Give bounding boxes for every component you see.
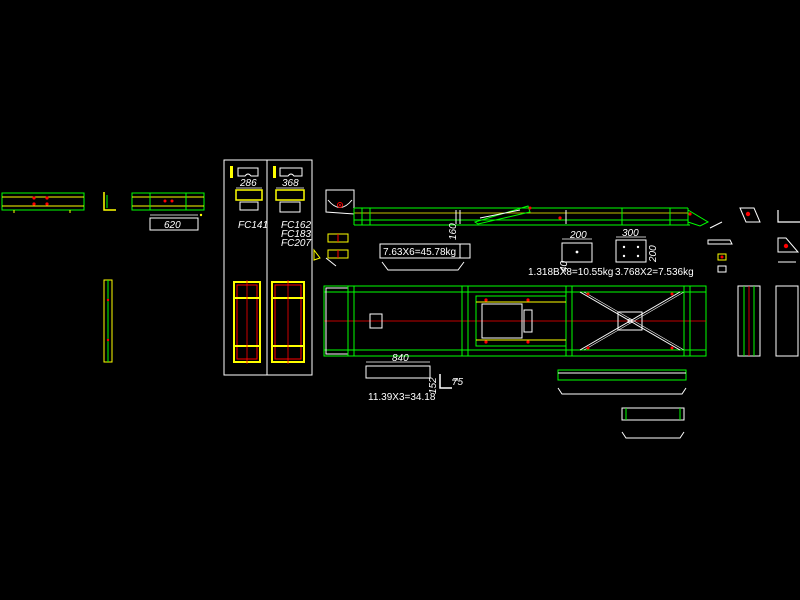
weight-plate-a-label: 1.318BX8=10.55kg bbox=[528, 267, 613, 278]
weight-plate-b-label: 3.768X2=7.536kg bbox=[615, 267, 694, 278]
part-fc183-label: FC183 bbox=[281, 229, 311, 240]
chassis-side-elevation bbox=[325, 189, 710, 227]
angle-piece bbox=[103, 192, 116, 211]
weight-channel-label: 11.39X3=34.18 bbox=[368, 392, 436, 403]
weight-beam-label: 7.63X6=45.78kg bbox=[383, 247, 456, 258]
dim-286-label: 286 bbox=[239, 178, 257, 189]
small-blocks bbox=[313, 233, 349, 267]
dim-200b-label: 200 bbox=[648, 245, 659, 263]
dim-620-label: 620 bbox=[164, 220, 181, 231]
detail-panel bbox=[223, 159, 313, 376]
long-plates bbox=[557, 369, 687, 439]
dim-368-label: 368 bbox=[282, 178, 299, 189]
dim-840-label: 840 bbox=[392, 353, 409, 364]
left-beam-elevation bbox=[1, 192, 85, 213]
weight-box bbox=[379, 243, 471, 271]
channel-840 bbox=[365, 361, 458, 389]
dim-152-label: 152 bbox=[428, 377, 439, 394]
dim-200-label: 200 bbox=[569, 230, 587, 241]
dim-40-label: 40 bbox=[559, 260, 570, 272]
dim-300-label: 300 bbox=[622, 228, 639, 239]
dim-75-label: 75 bbox=[452, 377, 464, 388]
vertical-plate-left bbox=[103, 279, 113, 363]
dim-160-label: 160 bbox=[448, 223, 459, 240]
beam-620 bbox=[131, 192, 205, 231]
part-fc141-label: FC141 bbox=[238, 220, 268, 231]
right-details bbox=[707, 207, 800, 357]
chassis-plan-view bbox=[323, 285, 707, 357]
part-fc207-label: FC207 bbox=[281, 238, 311, 249]
plate-details bbox=[561, 236, 647, 263]
part-fc162-label: FC162 bbox=[281, 220, 311, 231]
